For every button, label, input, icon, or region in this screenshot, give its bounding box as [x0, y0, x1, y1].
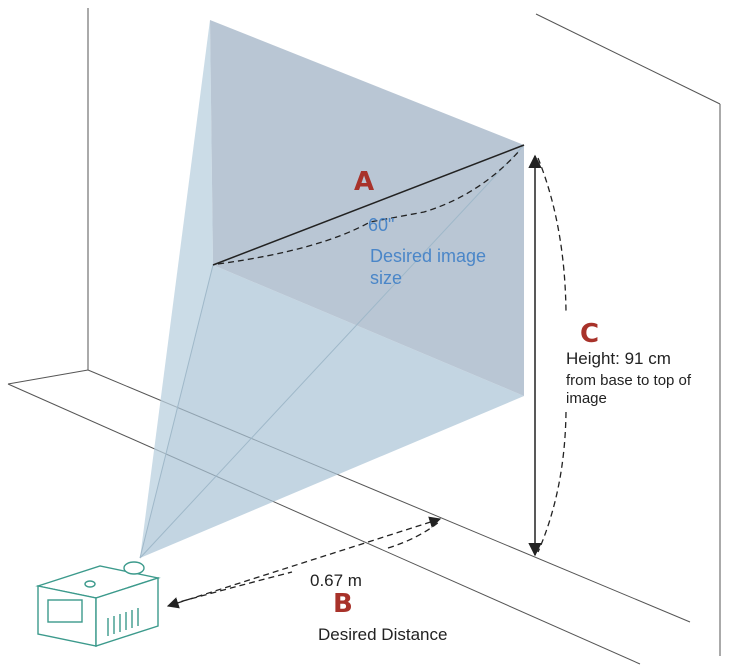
height-dashed-arc-bottom	[537, 411, 567, 553]
label-b-value: 0.67 m	[310, 571, 362, 590]
beam-left-ray	[139, 264, 214, 559]
height-dashed-arc-top	[537, 157, 567, 313]
projected-screen	[210, 20, 524, 396]
label-a-line2: size	[370, 268, 402, 288]
diagonal-line	[212, 144, 525, 266]
projector-side	[95, 577, 159, 647]
projector-front-panel	[47, 599, 83, 623]
label-a-size: 60"	[368, 215, 394, 235]
label-c-line1: from base to top of	[566, 372, 692, 389]
beam-center-ray	[139, 144, 525, 559]
label-b-letter: B	[333, 589, 353, 619]
label-c-letter: C	[580, 319, 599, 349]
beam-bottom-face	[140, 265, 524, 558]
projector-button	[84, 580, 96, 588]
floor-left-edge	[7, 369, 89, 385]
projection-beam	[139, 20, 525, 559]
diagonal-a: A 60" Desired image size	[212, 144, 525, 288]
label-a-line1: Desired image	[370, 246, 486, 266]
distance-arrow	[166, 516, 442, 609]
right-wall-top-edge	[535, 13, 721, 105]
label-c-value: Height: 91 cm	[566, 349, 671, 368]
beam-left-face	[140, 20, 213, 558]
distance-dashed-arc	[171, 520, 441, 605]
projector	[35, 561, 161, 647]
label-a-letter: A	[354, 167, 374, 197]
height-c: C Height: 91 cm from base to top of imag…	[528, 154, 692, 557]
distance-b: 0.67 m B Desired Distance	[166, 516, 447, 644]
projector-lens	[123, 561, 145, 575]
label-c-line2: image	[566, 390, 607, 407]
label-b-caption: Desired Distance	[318, 625, 447, 644]
